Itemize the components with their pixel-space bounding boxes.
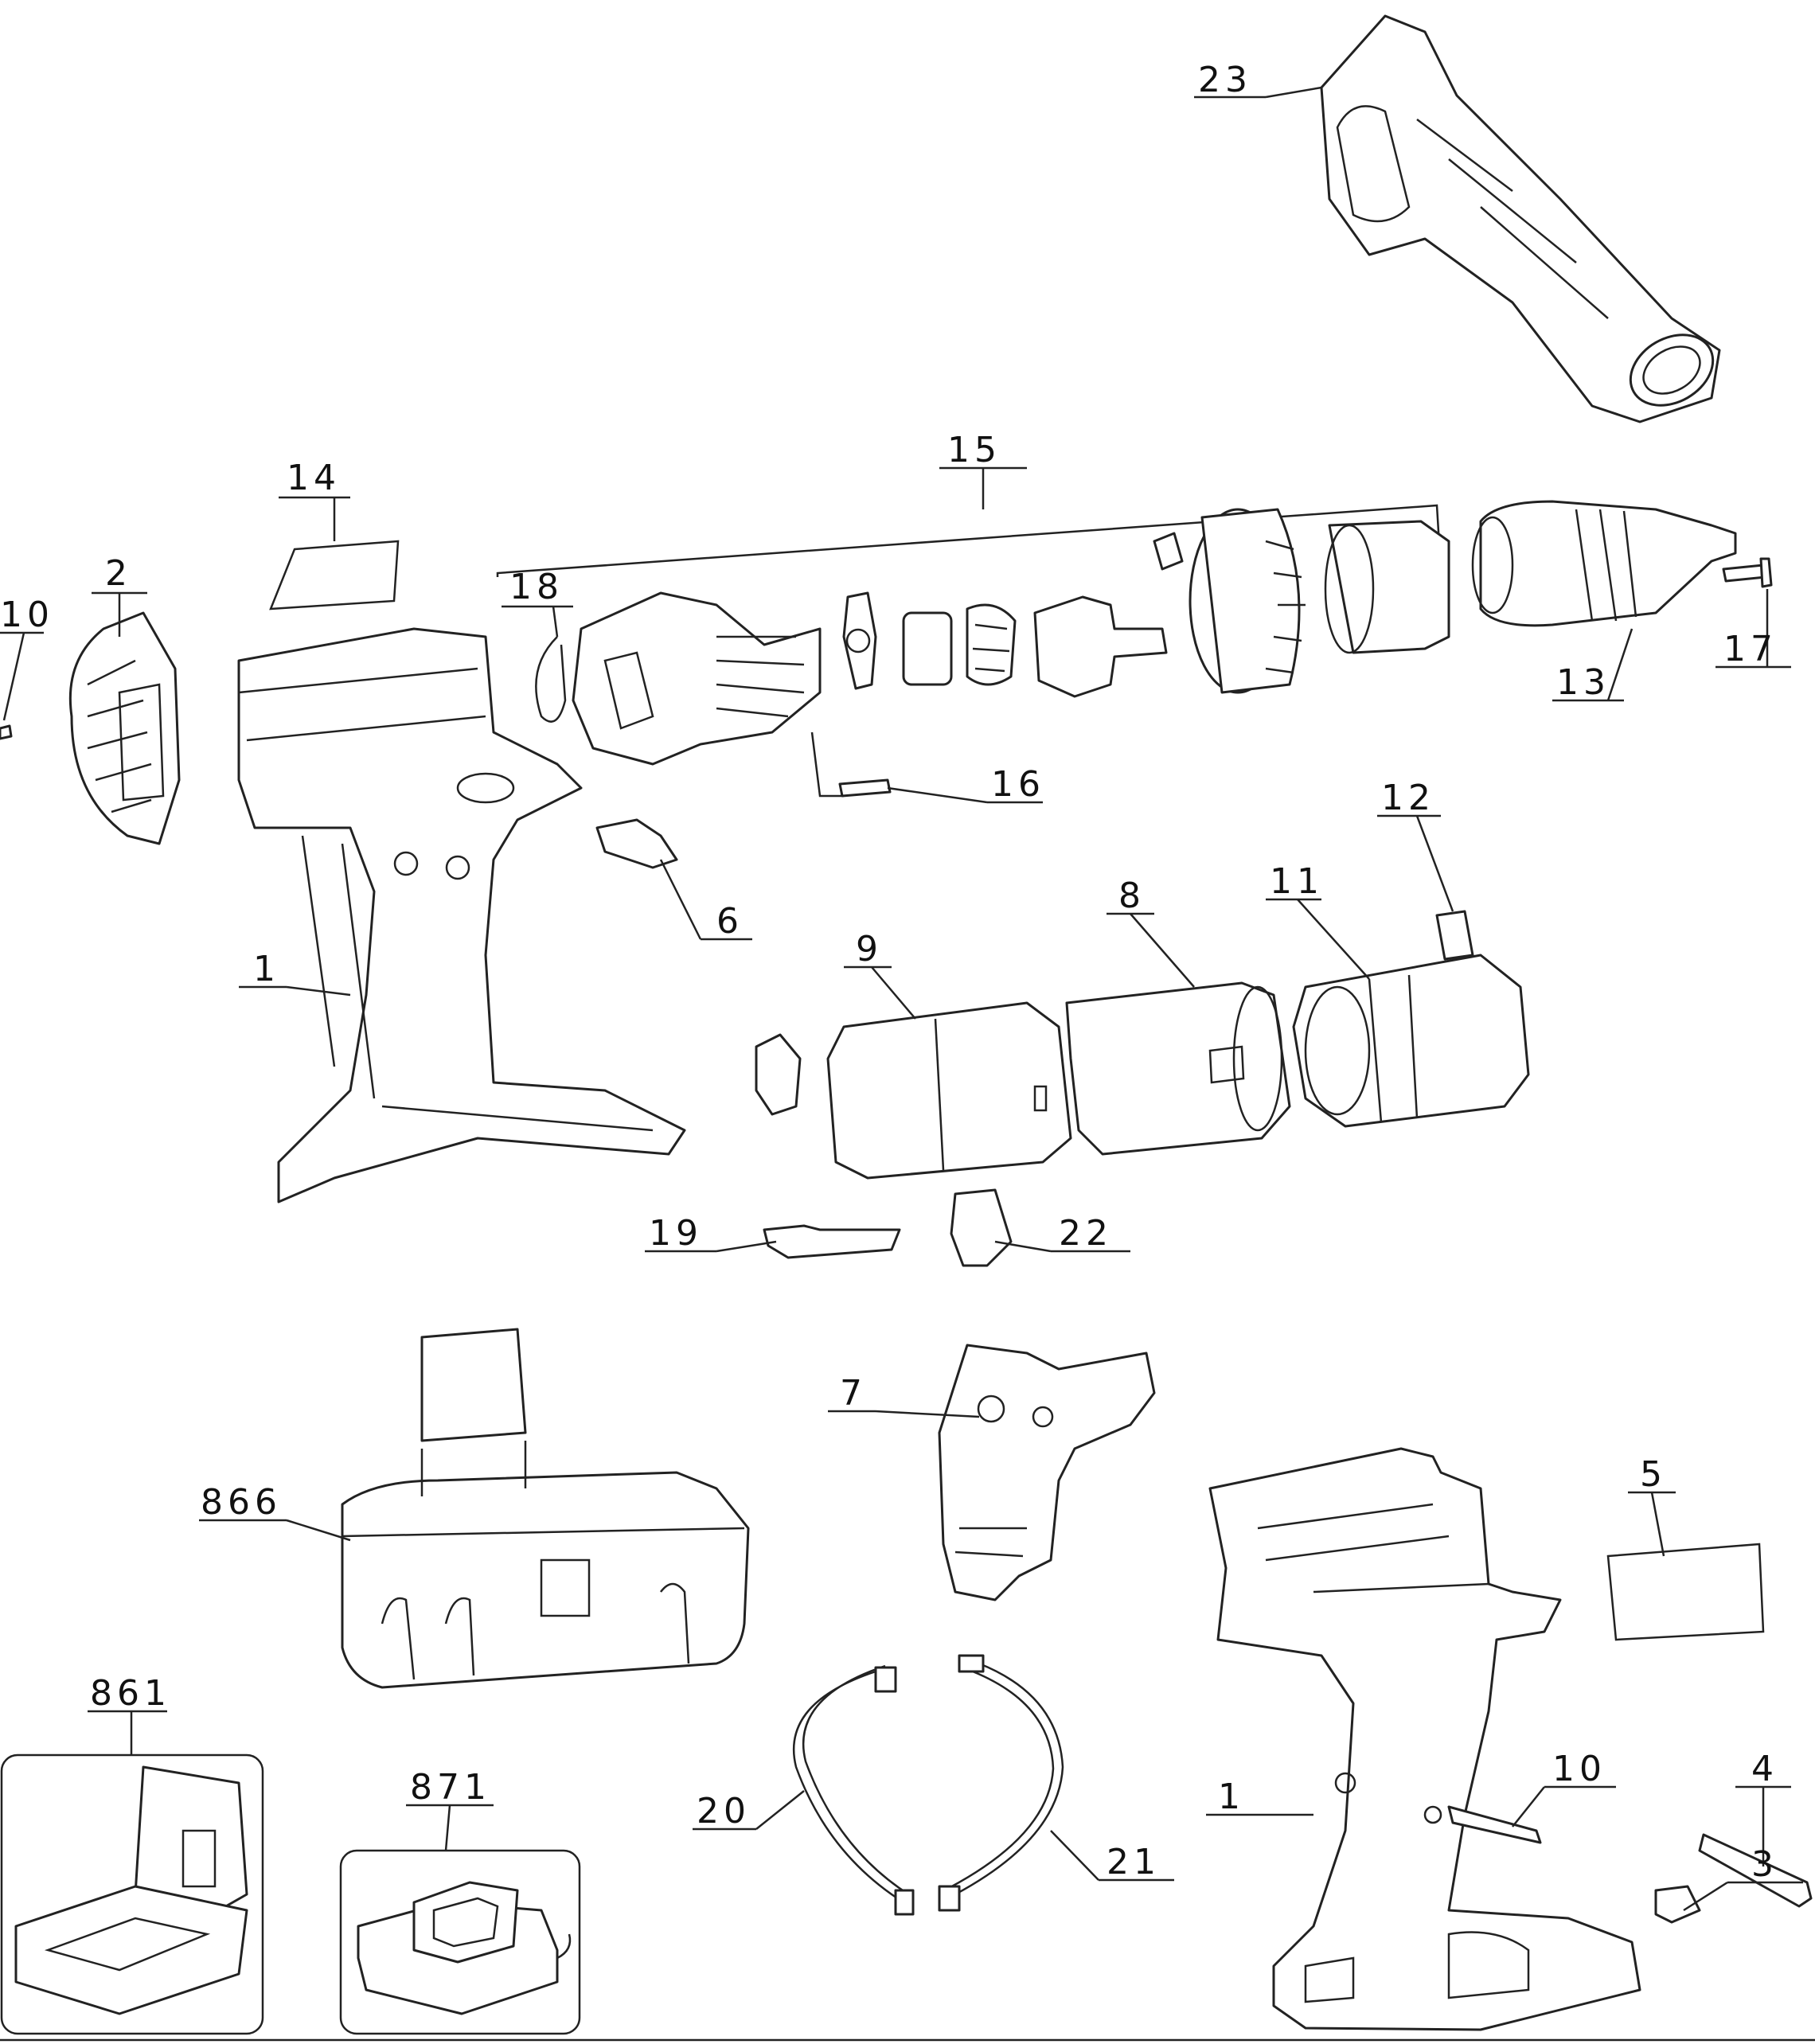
part-9-motor (755, 1001, 1072, 1180)
part-1-housing-half-upper (237, 627, 686, 1203)
kit-861-carrying-case (0, 1753, 264, 2035)
part-20-wire (792, 1664, 915, 1916)
part-2-rear-cap (68, 611, 181, 845)
callout-18: 18 (509, 567, 564, 607)
callout-11: 11 (1270, 861, 1324, 902)
part-6-contact (595, 818, 678, 869)
part-10-screw-left (0, 724, 13, 740)
callout-6: 6 (716, 901, 744, 942)
callout-20: 20 (697, 1791, 751, 1831)
callout-14: 14 (287, 458, 341, 498)
part-23-side-handle (1320, 14, 1721, 423)
part-4-bit (1698, 1833, 1813, 1908)
callout-7: 7 (840, 1373, 867, 1414)
part-11-magnet-ring (1292, 954, 1530, 1128)
part-21-wire (938, 1654, 1064, 1912)
part-22-terminal (950, 1188, 1013, 1267)
callout-3: 3 (1751, 1844, 1778, 1885)
callout-5: 5 (1640, 1454, 1667, 1495)
callout-12: 12 (1381, 778, 1435, 818)
callout-21: 21 (1107, 1842, 1161, 1882)
callout-16: 16 (991, 764, 1045, 805)
part-15-transmission-assembly (496, 500, 1737, 766)
part-18-spring-clip (535, 636, 567, 723)
callout-23: 23 (1198, 60, 1252, 100)
part-19-contact-plate (763, 1224, 901, 1259)
part-866-battery-pack (341, 1328, 750, 1689)
part-8-motor-can (1065, 981, 1291, 1156)
kit-871-charger (339, 1849, 581, 2035)
part-14-label (269, 540, 400, 610)
part-1-housing-assembled (1208, 1447, 1641, 2031)
callout-17: 17 (1723, 629, 1778, 669)
leader-lines (0, 86, 1803, 1912)
callout-4: 4 (1751, 1749, 1778, 1789)
callout-9: 9 (856, 929, 883, 969)
part-10-screw-lower (1447, 1805, 1542, 1844)
callout-861: 861 (90, 1673, 171, 1714)
callout-15: 15 (947, 430, 1001, 470)
part-17-chuck-screw (1722, 557, 1773, 588)
callout-8: 8 (1118, 876, 1146, 916)
callout-10-lower: 10 (1552, 1749, 1606, 1789)
callout-871: 871 (410, 1767, 491, 1808)
callout-13: 13 (1556, 662, 1610, 703)
part-16-screw (838, 778, 892, 798)
part-5-label (1606, 1543, 1765, 1641)
part-7-switch (938, 1344, 1156, 1601)
callout-22: 22 (1059, 1213, 1113, 1254)
part-12-brush (1435, 910, 1474, 961)
callout-1-lower: 1 (1218, 1777, 1245, 1817)
callout-2: 2 (105, 553, 132, 594)
callout-19: 19 (649, 1213, 703, 1254)
callout-10-left: 10 (0, 595, 54, 635)
callout-labels: 23 15 14 2 10 18 17 13 16 12 6 8 11 9 1 … (0, 60, 1778, 1885)
callout-866: 866 (201, 1482, 282, 1523)
part-3-bit-holder (1654, 1885, 1701, 1924)
callout-1-upper: 1 (253, 949, 280, 989)
